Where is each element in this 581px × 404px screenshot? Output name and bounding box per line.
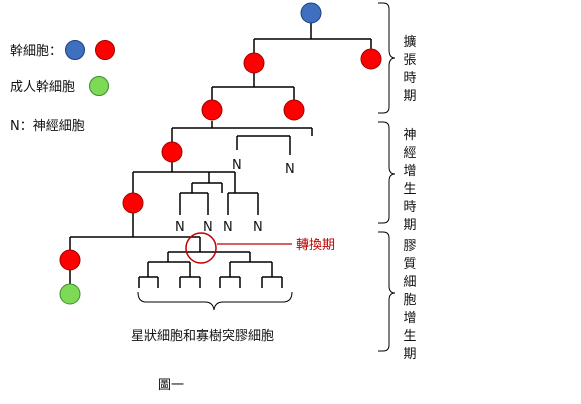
phase-char: 神	[403, 128, 416, 143]
legend-red-stem-cell	[95, 40, 115, 60]
stem-cell-level2-left	[201, 99, 223, 121]
legend-adult-label: 成人幹細胞	[10, 79, 75, 95]
phase-char: 生	[403, 329, 416, 344]
expansion-phase-label: 擴 張 時 期	[403, 34, 416, 104]
phase-char: 胞	[403, 293, 416, 308]
phase-char: 增	[403, 311, 416, 326]
neuron-label: N	[253, 220, 263, 235]
switch-circle	[185, 232, 217, 264]
neuron-label: N	[203, 220, 213, 235]
phase-char: 質	[403, 257, 416, 272]
phase-char: 期	[403, 218, 416, 233]
stem-cell-level2-right	[283, 99, 305, 121]
phase-char: 期	[403, 89, 416, 104]
phase-char: 增	[403, 164, 416, 179]
figure-caption: 圖一	[158, 378, 184, 393]
glia-brace	[137, 291, 293, 311]
glia-label: 星狀細胞和寡樹突膠細胞	[131, 328, 274, 344]
stem-cell-level4	[122, 192, 144, 214]
legend-stem-label: 幹細胞：	[10, 43, 62, 59]
legend-green-adult-cell	[89, 76, 109, 96]
neuron-label: N	[285, 162, 295, 177]
legend-blue-stem-cell	[65, 40, 85, 60]
adult-stem-cell	[59, 283, 81, 305]
gliogenesis-bracket	[378, 231, 396, 352]
phase-char: 期	[403, 347, 416, 362]
phase-char: 張	[403, 53, 416, 68]
neuron-label: N	[232, 158, 242, 173]
expansion-bracket	[378, 2, 396, 114]
neuron-label: N	[223, 220, 233, 235]
neuron-label: N	[175, 220, 185, 235]
phase-char: 經	[403, 146, 416, 161]
phase-char: 膠	[403, 239, 416, 254]
lineage-tree-lines	[69, 22, 372, 288]
phase-char: 擴	[403, 34, 416, 50]
neurogenesis-phase-label: 神 經 增 生 時 期	[403, 128, 416, 233]
phase-char: 時	[403, 71, 416, 86]
stem-cell-level5	[59, 249, 81, 271]
phase-char: 時	[403, 200, 416, 215]
neurogenesis-bracket	[378, 121, 396, 224]
stem-cell-level1-right	[360, 48, 382, 70]
gliogenesis-phase-label: 膠 質 細 胞 增 生 期	[403, 239, 416, 362]
legend-neuron-label: N：神經細胞	[10, 119, 85, 134]
stem-cell-level3	[161, 141, 183, 163]
phase-char: 細	[403, 275, 416, 290]
switch-label: 轉換期	[296, 238, 335, 253]
neuron-labels: N N N N N N	[175, 158, 295, 235]
stem-cell-level1-left	[243, 52, 265, 74]
phase-char: 生	[403, 182, 416, 197]
root-stem-cell	[300, 2, 322, 24]
